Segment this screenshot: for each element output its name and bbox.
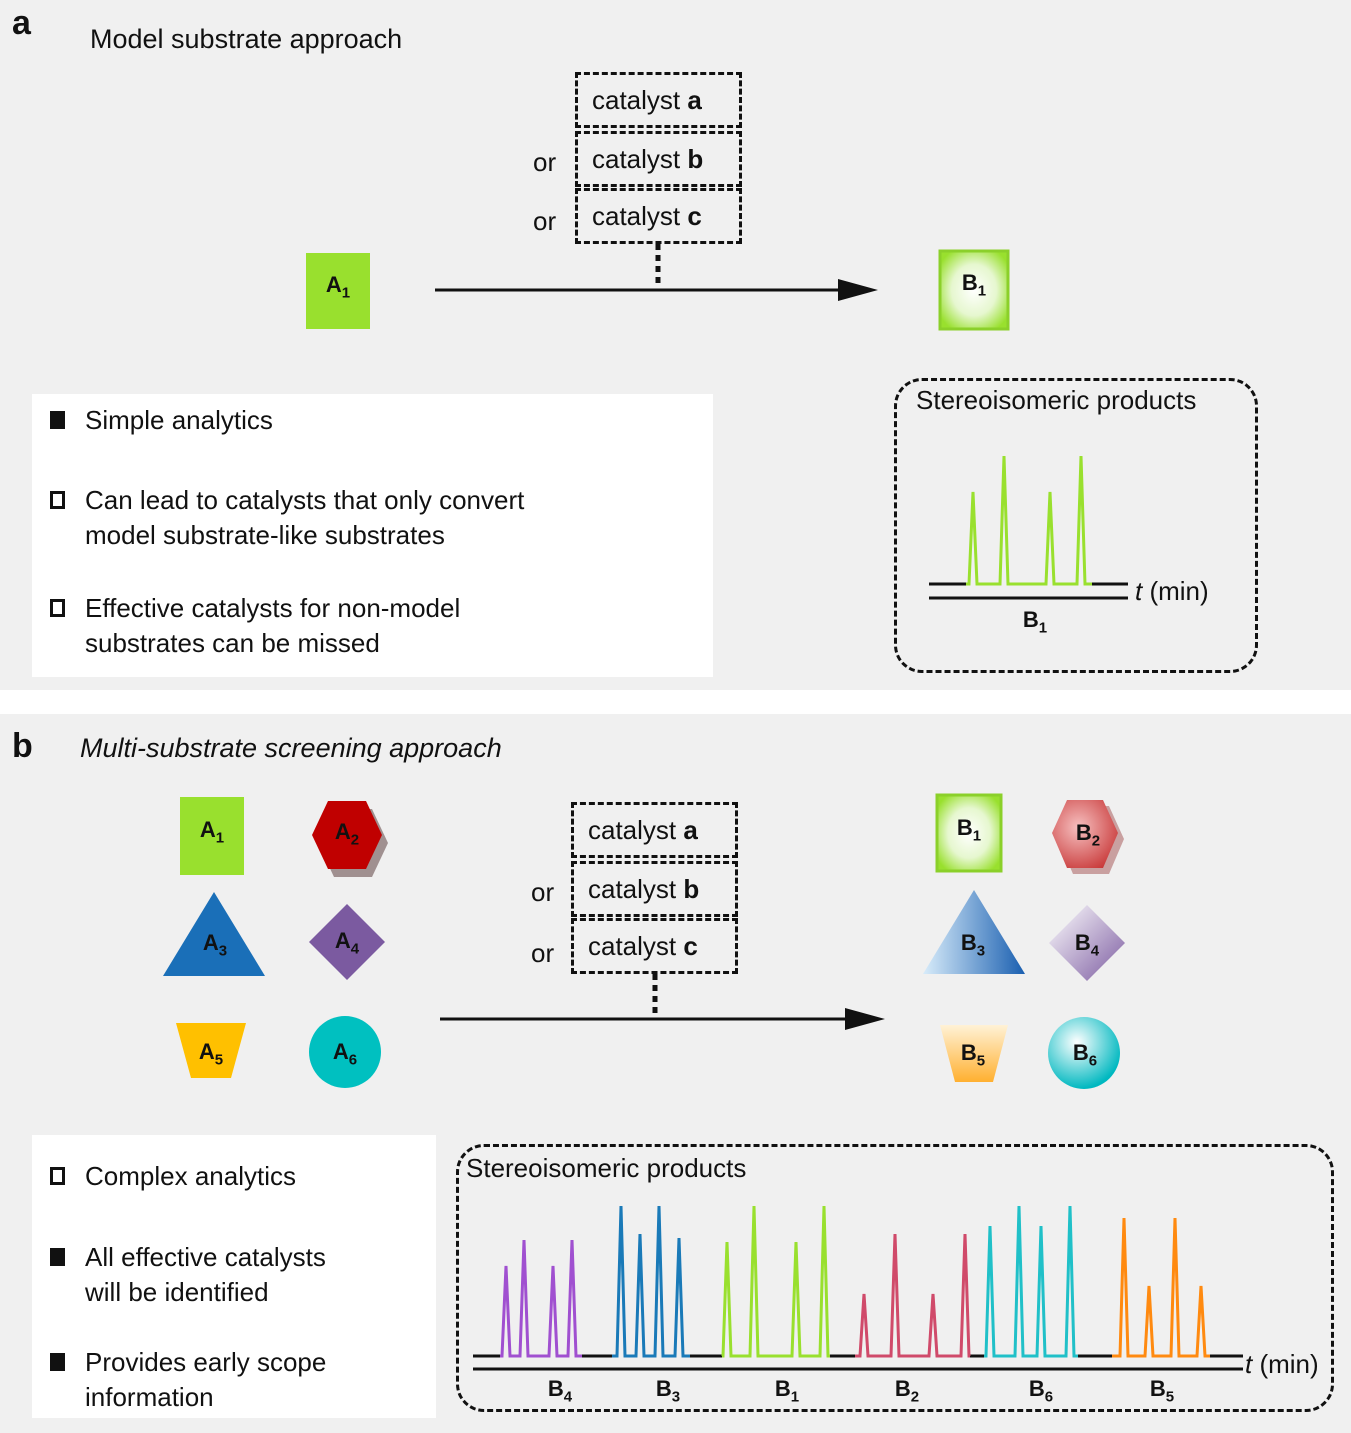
product-b1-label: B1 xyxy=(956,815,982,845)
catalyst-letter: c xyxy=(687,201,702,231)
bullet-text: model substrate-like substrates xyxy=(85,520,445,550)
or-label: or xyxy=(531,877,555,907)
or-label: or xyxy=(531,938,555,968)
filled-square-icon xyxy=(50,411,65,429)
substrate-a1-label: A1 xyxy=(325,272,351,302)
substrate-a4-label: A4 xyxy=(334,928,360,958)
catalyst-a-box: catalyst a xyxy=(571,802,738,858)
open-square-icon xyxy=(50,1167,65,1185)
catalyst-letter: b xyxy=(683,874,700,904)
bullet-text: information xyxy=(85,1382,214,1412)
bullet-text: will be identified xyxy=(85,1277,269,1307)
trace-label: B4 xyxy=(547,1376,573,1406)
substrate-a5-label: A5 xyxy=(198,1039,224,1069)
trace-label: B6 xyxy=(1028,1376,1054,1406)
or-label: or xyxy=(533,206,557,236)
product-b6-label: B6 xyxy=(1072,1040,1098,1070)
products-box-title: Stereoisomeric products xyxy=(466,1153,747,1183)
catalyst-b-box: catalyst b xyxy=(575,131,742,187)
product-b1-label: B1 xyxy=(961,270,987,300)
catalyst-letter: c xyxy=(683,931,698,961)
bullet-text: Effective catalysts for non-model xyxy=(85,593,461,623)
product-b3-label: B3 xyxy=(960,930,986,960)
filled-square-icon xyxy=(50,1353,65,1371)
trace-label-b1: B1 xyxy=(1022,607,1048,637)
bullet-text: Complex analytics xyxy=(85,1161,296,1191)
products-box-title: Stereoisomeric products xyxy=(916,385,1197,415)
product-b5-label: B5 xyxy=(960,1040,986,1070)
panel-b-title: Multi-substrate screening approach xyxy=(80,733,502,763)
catalyst-letter: b xyxy=(687,144,704,174)
catalyst-letter: a xyxy=(687,85,702,115)
catalyst-c-box: catalyst c xyxy=(575,188,742,244)
info-box-a xyxy=(32,394,713,677)
bullet-text: All effective catalysts xyxy=(85,1242,326,1272)
bullet-text: substrates can be missed xyxy=(85,628,380,658)
open-square-icon xyxy=(50,599,65,617)
trace-label: B3 xyxy=(655,1376,681,1406)
trace-label: B5 xyxy=(1149,1376,1175,1406)
panel-a-label: a xyxy=(12,4,31,42)
time-axis-label-a: t (min) xyxy=(1135,576,1209,606)
product-b4-label: B4 xyxy=(1074,930,1100,960)
catalyst-letter: a xyxy=(683,815,698,845)
catalyst-text: catalyst xyxy=(588,931,684,961)
product-b2-label: B2 xyxy=(1075,820,1101,850)
substrate-a2-label: A2 xyxy=(334,819,360,849)
panel-b-label: b xyxy=(12,727,33,765)
catalyst-a-box: catalyst a xyxy=(575,72,742,128)
substrate-a6-label: A6 xyxy=(332,1039,358,1069)
catalyst-text: catalyst xyxy=(588,815,684,845)
panel-a-title: Model substrate approach xyxy=(90,24,403,54)
bullet-text: Can lead to catalysts that only convert xyxy=(85,485,525,515)
catalyst-c-box: catalyst c xyxy=(571,918,738,974)
bullet-text: Simple analytics xyxy=(85,405,273,435)
catalyst-text: catalyst xyxy=(592,144,688,174)
info-box-b xyxy=(32,1135,436,1418)
bullet-text: Provides early scope xyxy=(85,1347,327,1377)
stereoisomeric-products-box-a xyxy=(894,378,1258,673)
catalyst-text: catalyst xyxy=(592,201,688,231)
substrate-a1-label: A1 xyxy=(199,817,225,847)
filled-square-icon xyxy=(50,1248,65,1266)
trace-label: B1 xyxy=(774,1376,800,1406)
or-label: or xyxy=(533,147,557,177)
open-square-icon xyxy=(50,491,65,509)
time-axis-label-b: t (min) xyxy=(1245,1349,1319,1379)
substrate-a3-label: A3 xyxy=(202,930,228,960)
catalyst-text: catalyst xyxy=(592,85,688,115)
stereoisomeric-products-box-b xyxy=(456,1144,1334,1412)
catalyst-text: catalyst xyxy=(588,874,684,904)
trace-label: B2 xyxy=(894,1376,920,1406)
catalyst-b-box: catalyst b xyxy=(571,861,738,917)
